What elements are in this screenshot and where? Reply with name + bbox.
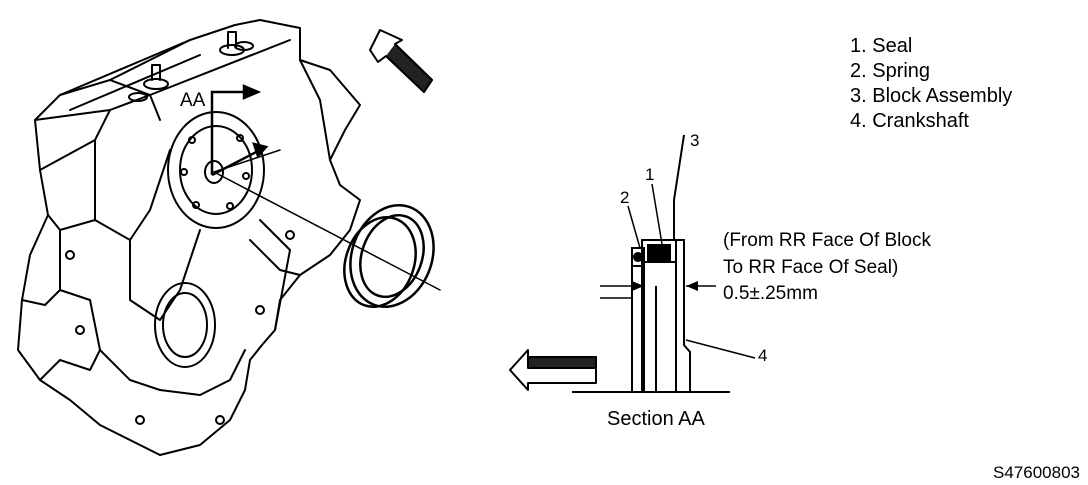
direction-arrow-lower-icon (509, 349, 597, 391)
dimension-note-line2: To RR Face Of Seal) (723, 257, 898, 278)
callout-seal: 1 (645, 165, 654, 184)
dimension-value: 0.5±.25mm (723, 283, 818, 304)
rear-main-seal-ring (343, 204, 435, 309)
legend-item-crankshaft: 4. Crankshaft (850, 110, 969, 132)
legend: 1. Seal 2. Spring 3. Block Assembly 4. C… (850, 35, 1012, 132)
direction-arrow-upper-icon (369, 29, 433, 93)
callout-block-assembly: 3 (690, 131, 699, 150)
legend-item-seal: 1. Seal (850, 35, 912, 57)
legend-item-block-assembly: 3. Block Assembly (850, 85, 1012, 107)
callout-spring: 2 (620, 188, 629, 207)
reference-code: S47600803 (993, 463, 1080, 482)
section-marker-arrows (210, 84, 269, 177)
engine-block-illustration (17, 19, 441, 456)
section-caption: Section AA (607, 408, 706, 430)
dimension-arrowheads (632, 281, 698, 291)
legend-item-spring: 2. Spring (850, 60, 930, 82)
section-marker-label: AA (180, 90, 206, 111)
callout-crankshaft: 4 (758, 346, 767, 365)
dimension-note-line1: (From RR Face Of Block (723, 230, 931, 251)
